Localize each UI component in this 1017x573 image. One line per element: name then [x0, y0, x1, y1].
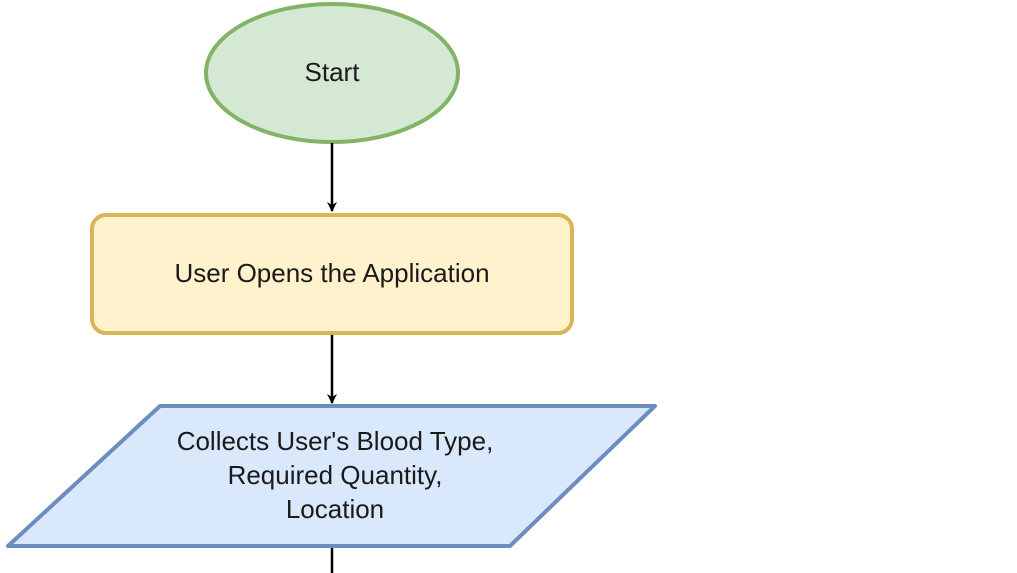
open-app-process-shape [90, 213, 574, 335]
collect-label: Collects User's Blood Type, Required Qua… [130, 424, 540, 526]
collect-input-shape [6, 404, 657, 548]
start-label: Start [304, 57, 360, 87]
collect-line-1: Collects User's Blood Type, [176, 426, 494, 456]
collect-line-2: Required Quantity, [227, 460, 443, 490]
collect-line-3: Location [285, 494, 385, 524]
start-terminator-shape [204, 2, 460, 144]
open-app-label: User Opens the Application [174, 258, 490, 288]
